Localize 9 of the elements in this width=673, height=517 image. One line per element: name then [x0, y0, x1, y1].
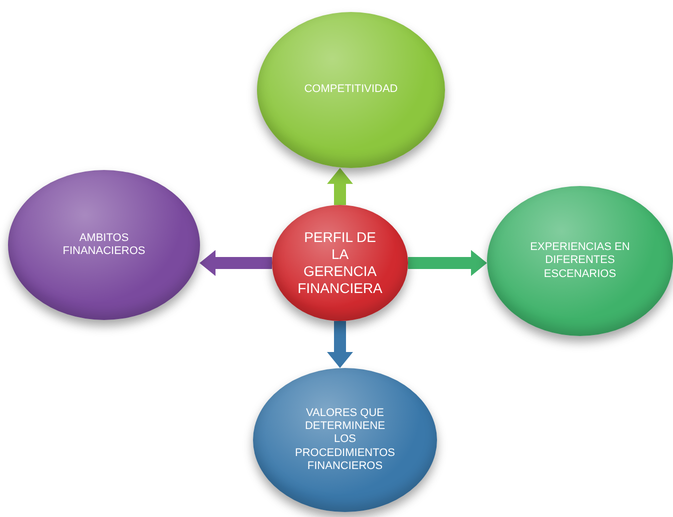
arrow: [327, 168, 353, 205]
node-label: AMBITOS FINANACIEROS: [62, 232, 146, 258]
node-label: EXPERIENCIAS EN DIFERENTES ESCENARIOS: [529, 241, 631, 281]
node-label: VALORES QUE DETERMINENE LOS PROCEDIMIENTOS FINANCIEROS: [294, 407, 396, 473]
node-label: COMPETITIVIDAD: [304, 83, 398, 97]
arrow: [200, 250, 272, 276]
arrow: [327, 321, 353, 368]
node-label: PERFIL DE LA GERENCIA FINANCIERA: [298, 229, 382, 297]
arrow: [408, 250, 487, 276]
